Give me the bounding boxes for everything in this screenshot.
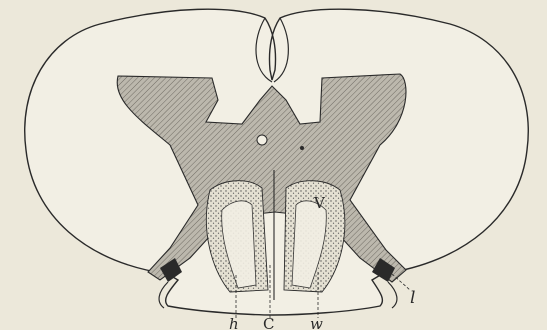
central-canal xyxy=(257,135,267,145)
label-w: w xyxy=(310,315,323,330)
label-h: h xyxy=(229,315,239,330)
root-right xyxy=(388,282,397,308)
label-l: l xyxy=(410,288,415,308)
central-spot xyxy=(300,146,304,150)
label-v: V xyxy=(313,194,326,212)
label-c: C xyxy=(263,315,274,330)
